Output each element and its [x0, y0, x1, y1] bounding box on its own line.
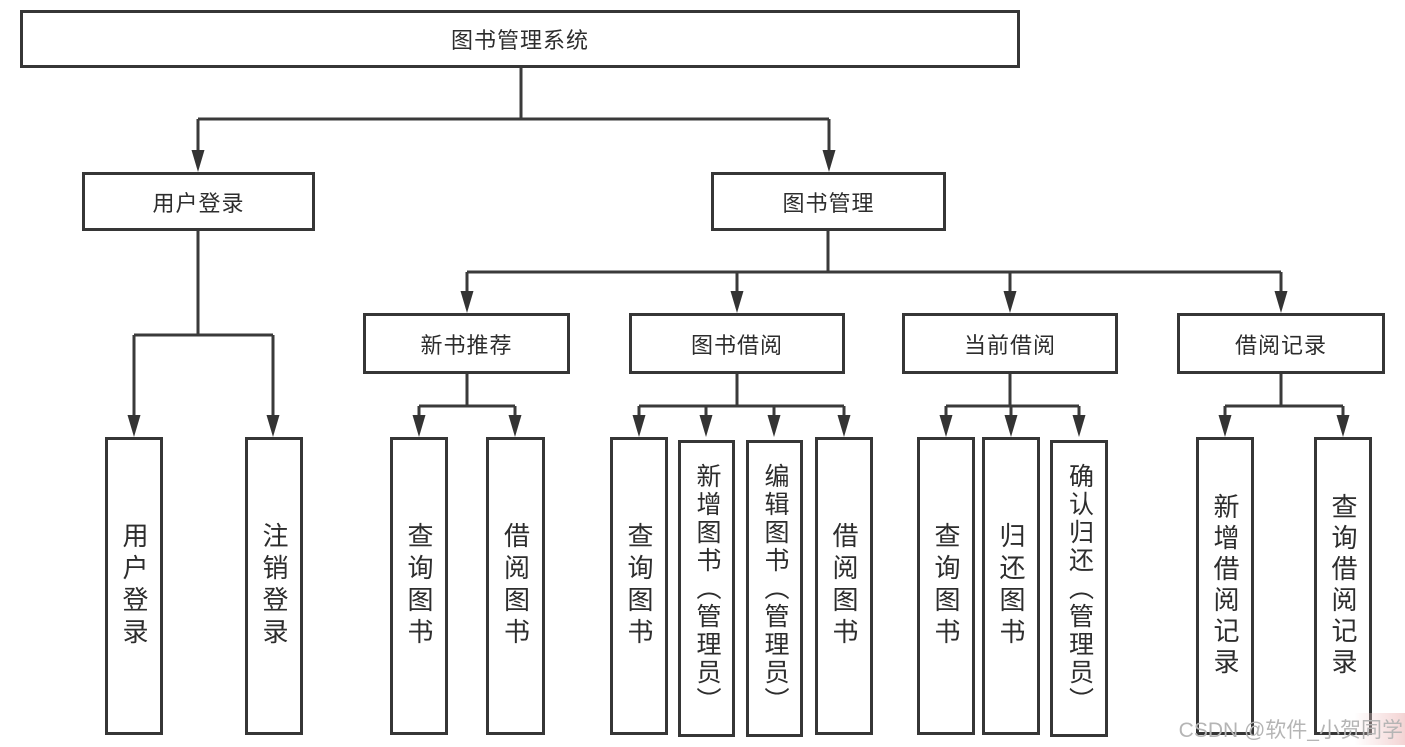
leaf-user-login: 用户登录 [105, 437, 163, 735]
arrowhead [822, 150, 836, 172]
leaf-user-login-label: 用户登录 [119, 522, 149, 650]
watermark: CSDN @软件_小贺同学 [1123, 713, 1405, 745]
arrowhead [1336, 415, 1350, 437]
leaf-query-books-1-label: 查询图书 [404, 522, 434, 650]
arrowhead [1218, 415, 1232, 437]
leaf-logout: 注销登录 [245, 437, 303, 735]
arrowhead [1004, 415, 1018, 437]
leaf-add-books-admin-label: 新增图书（管理员） [693, 462, 721, 715]
arrowhead [1003, 291, 1017, 313]
arrowhead [191, 150, 205, 172]
leaf-add-borrow-record-label: 新增借阅记录 [1210, 493, 1240, 679]
leaf-borrow-books-2: 借阅图书 [815, 437, 873, 735]
node-current-borrowing-label: 当前借阅 [963, 332, 1056, 358]
arrowhead [127, 415, 141, 437]
arrowhead [632, 415, 646, 437]
arrowhead [699, 415, 713, 437]
leaf-borrow-books-1-label: 借阅图书 [500, 522, 531, 650]
watermark-text: CSDN @软件_小贺同学 [1178, 719, 1403, 742]
leaf-query-books-2: 查询图书 [610, 437, 668, 735]
node-user-login-label: 用户登录 [152, 190, 245, 216]
arrowhead [939, 415, 953, 437]
leaf-edit-books-admin-label: 编辑图书（管理员） [761, 462, 789, 715]
node-user-login: 用户登录 [82, 172, 315, 231]
node-new-book-recommend: 新书推荐 [363, 313, 570, 374]
node-root-label: 图书管理系统 [450, 28, 589, 53]
leaf-return-books: 归还图书 [982, 437, 1040, 735]
leaf-confirm-return-label: 确认归还（管理员） [1065, 462, 1094, 715]
arrowhead [730, 291, 744, 313]
leaf-query-books-2-label: 查询图书 [624, 522, 654, 650]
leaf-add-borrow-record: 新增借阅记录 [1196, 437, 1254, 735]
leaf-logout-label: 注销登录 [259, 522, 289, 650]
leaf-query-borrow-record-label: 查询借阅记录 [1328, 493, 1358, 679]
node-book-management: 图书管理 [711, 172, 946, 231]
node-root: 图书管理系统 [20, 10, 1020, 68]
leaf-query-books-3-label: 查询图书 [931, 522, 961, 650]
arrowhead [767, 415, 781, 437]
arrowhead [1274, 291, 1288, 313]
node-borrowing-records-label: 借阅记录 [1234, 332, 1327, 358]
node-book-borrowing-label: 图书借阅 [690, 332, 783, 358]
leaf-return-books-label: 归还图书 [996, 522, 1026, 650]
arrowhead [837, 415, 851, 437]
arrowhead [266, 415, 280, 437]
leaf-borrow-books-2-label: 借阅图书 [829, 522, 859, 650]
leaf-query-borrow-record: 查询借阅记录 [1314, 437, 1372, 735]
node-new-book-recommend-label: 新书推荐 [420, 332, 513, 358]
leaf-confirm-return: 确认归还（管理员） [1050, 440, 1108, 737]
node-book-management-label: 图书管理 [782, 190, 875, 216]
leaf-add-books-admin: 新增图书（管理员） [678, 440, 735, 737]
arrowhead [412, 415, 426, 437]
node-current-borrowing: 当前借阅 [902, 313, 1118, 374]
node-book-borrowing: 图书借阅 [629, 313, 845, 374]
arrowhead [508, 415, 522, 437]
leaf-query-books-3: 查询图书 [917, 437, 975, 735]
arrowhead [460, 291, 474, 313]
node-borrowing-records: 借阅记录 [1177, 313, 1385, 374]
leaf-edit-books-admin: 编辑图书（管理员） [746, 440, 803, 737]
arrowhead [1072, 415, 1086, 437]
leaf-query-books-1: 查询图书 [390, 437, 448, 735]
leaf-borrow-books-1: 借阅图书 [486, 437, 545, 735]
